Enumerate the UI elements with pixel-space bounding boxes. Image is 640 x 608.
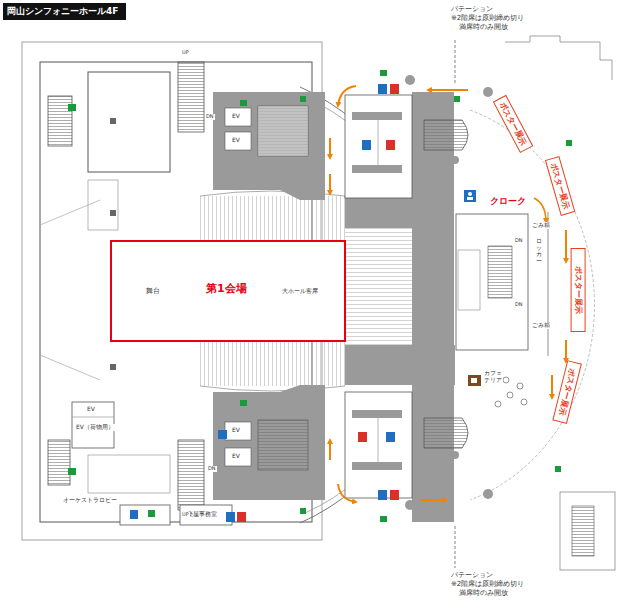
elevator-label: EV (231, 137, 241, 144)
map-title: 岡山シンフォニーホール4F (3, 3, 126, 20)
elevator-label: EV (86, 406, 96, 413)
elevator-label: EV (231, 453, 241, 460)
partition-note: パテーション (450, 571, 494, 579)
poster-label: ポスター展示 (573, 253, 582, 327)
freight-elevator-label: EV（荷物用） (75, 424, 115, 431)
poster-area-box: ポスター展示 (493, 95, 534, 153)
stair-down: DN (207, 466, 217, 472)
seating-label: 大ホール客席 (282, 288, 318, 295)
stage-label: 舞台 (146, 287, 160, 295)
cloak-label: クローク (489, 196, 527, 206)
partition-note: 満席時のみ開放 (458, 589, 509, 597)
partition-note: ※2階席は原則締め切り (450, 580, 525, 588)
poster-label: ポスター展示 (556, 366, 577, 419)
poster-area-box: ポスター展示 (570, 248, 585, 332)
venue-box: 舞台 第1会場 大ホール客席 (110, 240, 346, 342)
poster-label: ポスター展示 (549, 162, 571, 211)
poster-area-box: ポスター展示 (552, 360, 582, 424)
elevator-label: EV (231, 113, 241, 120)
room-label: 楽屋事務室 (186, 511, 218, 518)
stair-up: UP (181, 50, 190, 56)
stair-down: DN (514, 238, 524, 244)
stair-down: DN (514, 302, 524, 308)
poster-label: ポスター展示 (498, 101, 529, 148)
trash-label: ごみ箱 (531, 222, 551, 229)
elevator-label: EV (231, 427, 241, 434)
trash-label: ごみ箱 (531, 322, 551, 329)
partition-note: パテーション (450, 5, 494, 13)
cafe-label: カフェテリア (483, 370, 503, 384)
partition-note: 満席時のみ開放 (458, 23, 509, 31)
venue-name: 第1会場 (206, 283, 247, 296)
stair-down: DN (205, 114, 215, 120)
poster-area-box: ポスター展示 (545, 156, 576, 216)
locker-label: ロッカー (535, 238, 543, 264)
stair-up: UP (181, 512, 190, 518)
partition-note: ※2階席は原則締め切り (450, 14, 525, 22)
lobby-label: オーケストラロビー (62, 497, 118, 504)
